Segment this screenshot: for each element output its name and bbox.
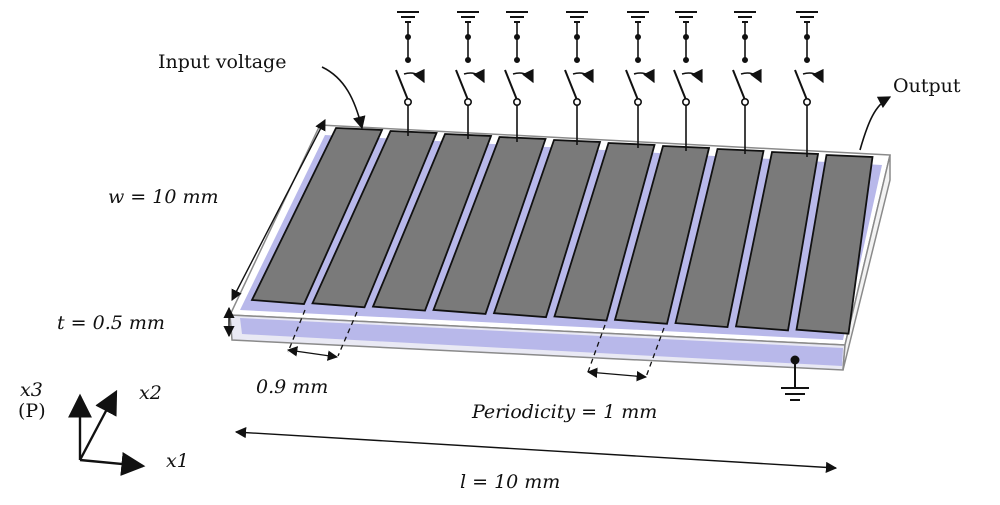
electrode-strip	[553, 142, 656, 322]
switch-circuit	[564, 11, 594, 145]
length-dimension-line	[234, 427, 838, 473]
switch-circuit	[732, 11, 762, 154]
switch-circuit	[673, 11, 703, 151]
switch-circuit	[504, 11, 534, 142]
output-arrow	[859, 96, 892, 151]
electrode-strip	[492, 139, 602, 319]
length-label: l = 10 mm	[460, 471, 560, 493]
thickness-label: t = 0.5 mm	[57, 312, 165, 334]
switch-circuit	[794, 11, 824, 157]
width-label: w = 10 mm	[108, 186, 219, 208]
coordinate-axes	[68, 389, 146, 476]
gap-label: 0.9 mm	[256, 376, 328, 398]
electrode-strip	[674, 148, 765, 329]
periodicity-dimension	[586, 324, 665, 382]
electrode-strip	[613, 145, 711, 325]
switch-circuit	[455, 11, 485, 139]
input-voltage-label: Input voltage	[158, 51, 286, 73]
electrode-strip	[311, 130, 438, 309]
switch-circuit	[625, 11, 655, 148]
switch-circuit	[395, 11, 425, 136]
electrode-strip	[432, 136, 547, 315]
gap-dimension	[286, 309, 358, 361]
axis-x3-label: x3	[20, 379, 43, 401]
input-voltage-arrow	[321, 66, 366, 130]
electrode-strip	[371, 133, 493, 312]
electrode-strip	[734, 151, 820, 332]
plate-right-face	[842, 154, 891, 371]
ground-symbol	[781, 355, 809, 401]
electrode-array	[250, 127, 874, 335]
output-label: Output	[893, 75, 961, 97]
axis-x1-label: x1	[166, 450, 189, 472]
substrate-front-layer	[240, 318, 843, 366]
periodicity-label: Periodicity = 1 mm	[471, 401, 657, 423]
axis-x2-label: x2	[139, 382, 162, 404]
axis-x1-arrow	[79, 452, 146, 476]
axis-x2-arrow	[78, 389, 118, 461]
axis-p-label: (P)	[18, 400, 46, 422]
width-dimension-line	[231, 119, 326, 301]
switch-array	[395, 11, 824, 157]
electrode-strip	[795, 154, 874, 335]
